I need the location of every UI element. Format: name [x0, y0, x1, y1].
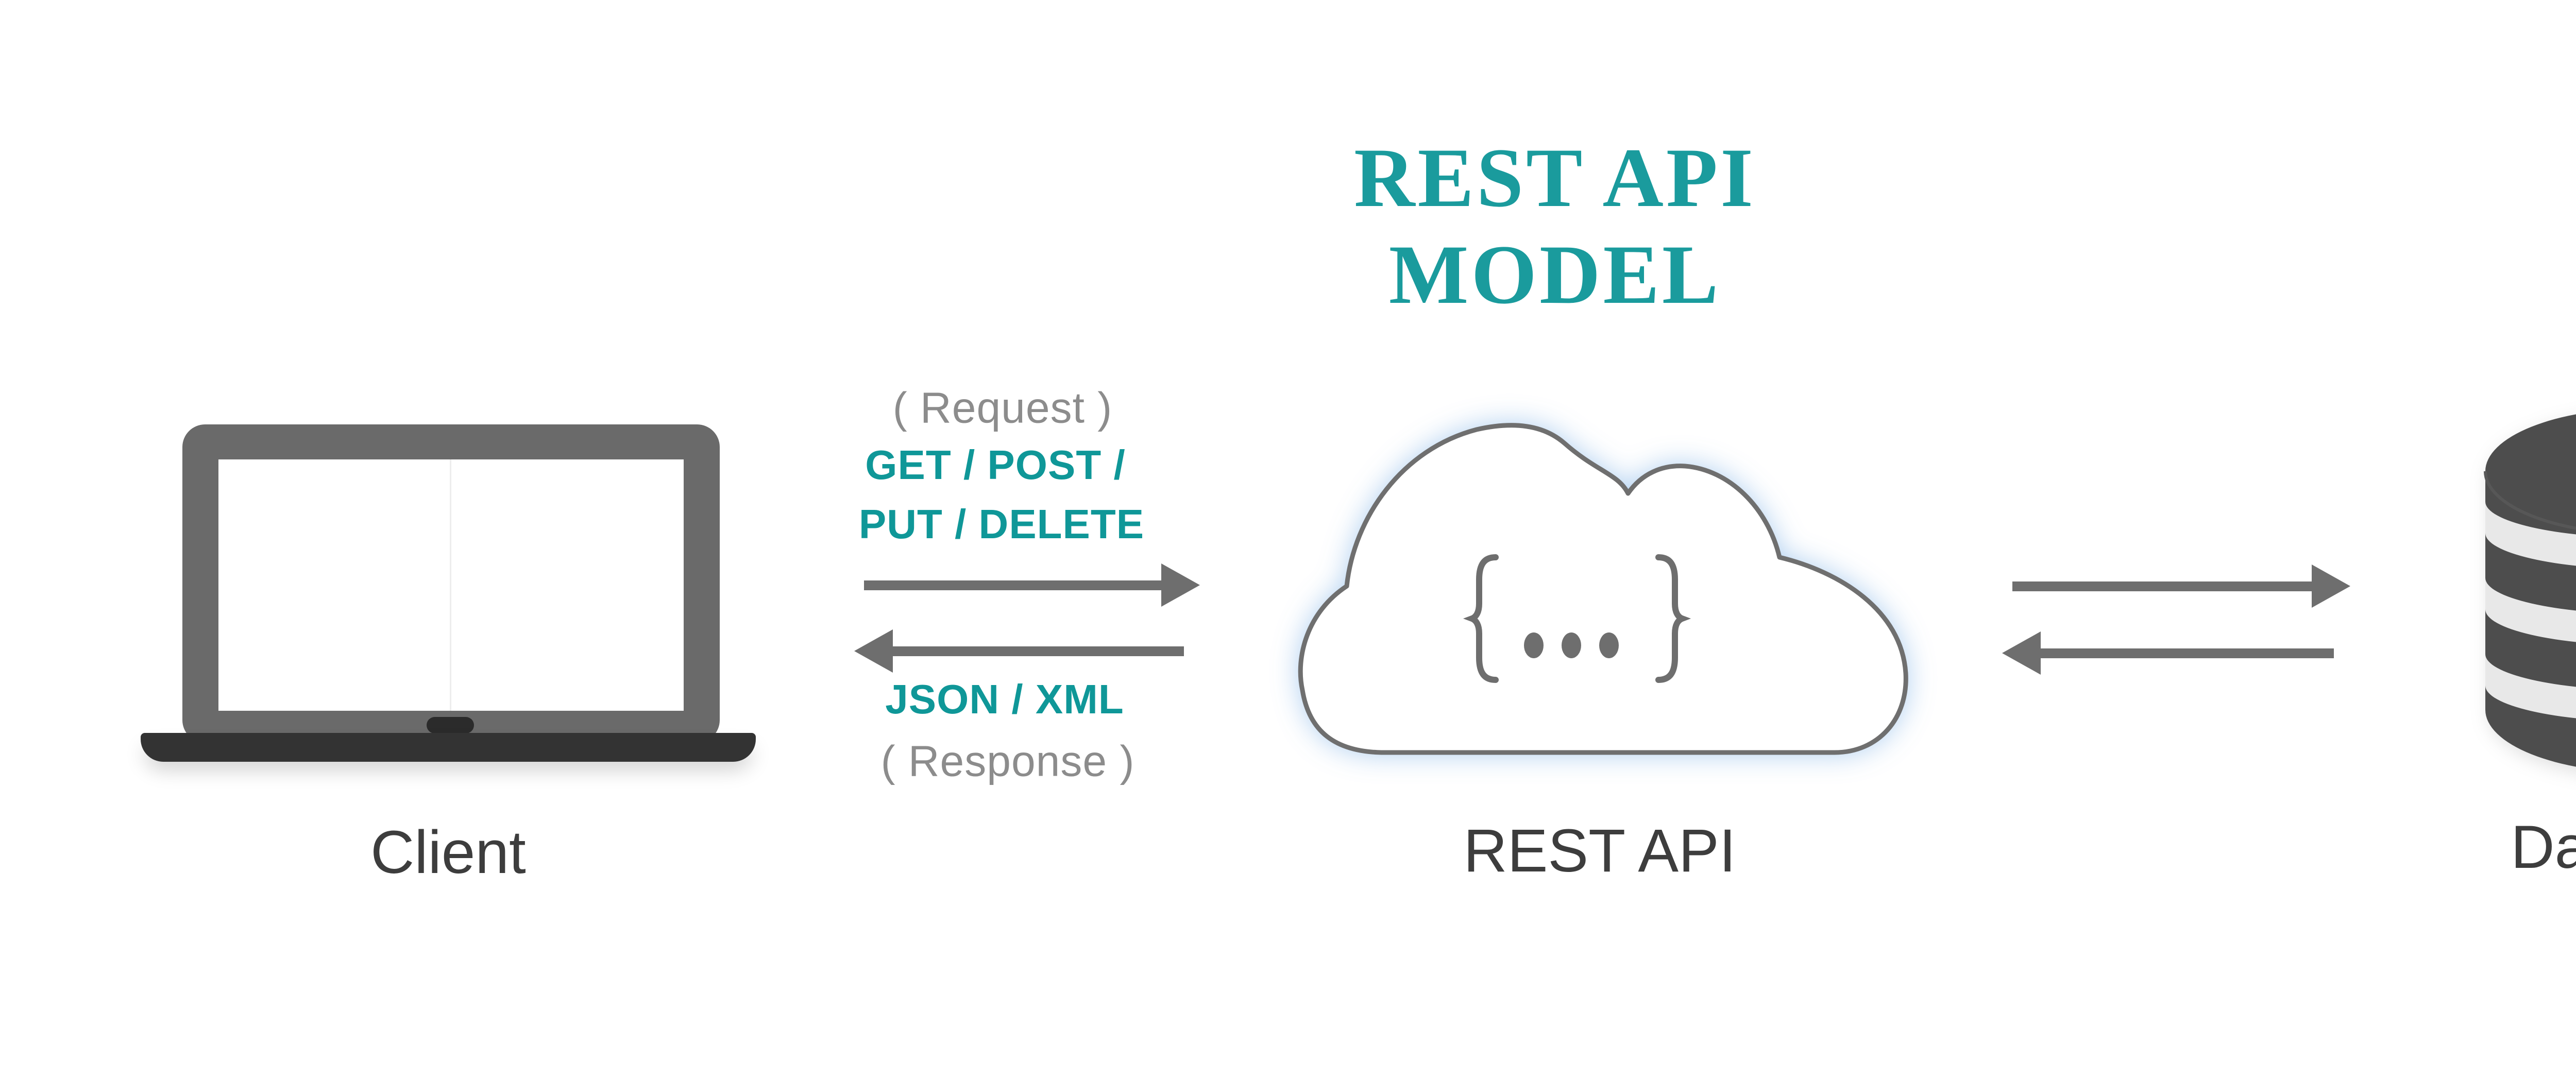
- database-label: Database: [2511, 813, 2576, 881]
- request-methods-line1: GET / POST /: [865, 442, 1126, 488]
- database-cylinder-icon: [2484, 414, 2576, 767]
- request-methods-line2: PUT / DELETE: [858, 501, 1145, 547]
- response-arrow-left-icon: [854, 629, 1184, 673]
- page-title: REST API MODEL: [1354, 131, 1756, 321]
- request-arrow-right-icon: [864, 563, 1200, 607]
- db-response-arrow-left-icon: [2002, 631, 2334, 675]
- api-label: REST API: [1463, 817, 1736, 885]
- request-annotation: ( Request ): [892, 383, 1113, 432]
- laptop-screen-divider: [450, 459, 451, 711]
- code-braces-ellipsis-icon: [1463, 554, 1691, 683]
- laptop-hinge-notch: [427, 717, 474, 733]
- cloud-icon: [1298, 423, 1908, 755]
- client-label: Client: [370, 818, 526, 886]
- response-annotation: ( Response ): [880, 737, 1135, 785]
- laptop-base: [141, 733, 756, 762]
- response-formats: JSON / XML: [885, 676, 1124, 722]
- db-request-arrow-right-icon: [2012, 564, 2350, 608]
